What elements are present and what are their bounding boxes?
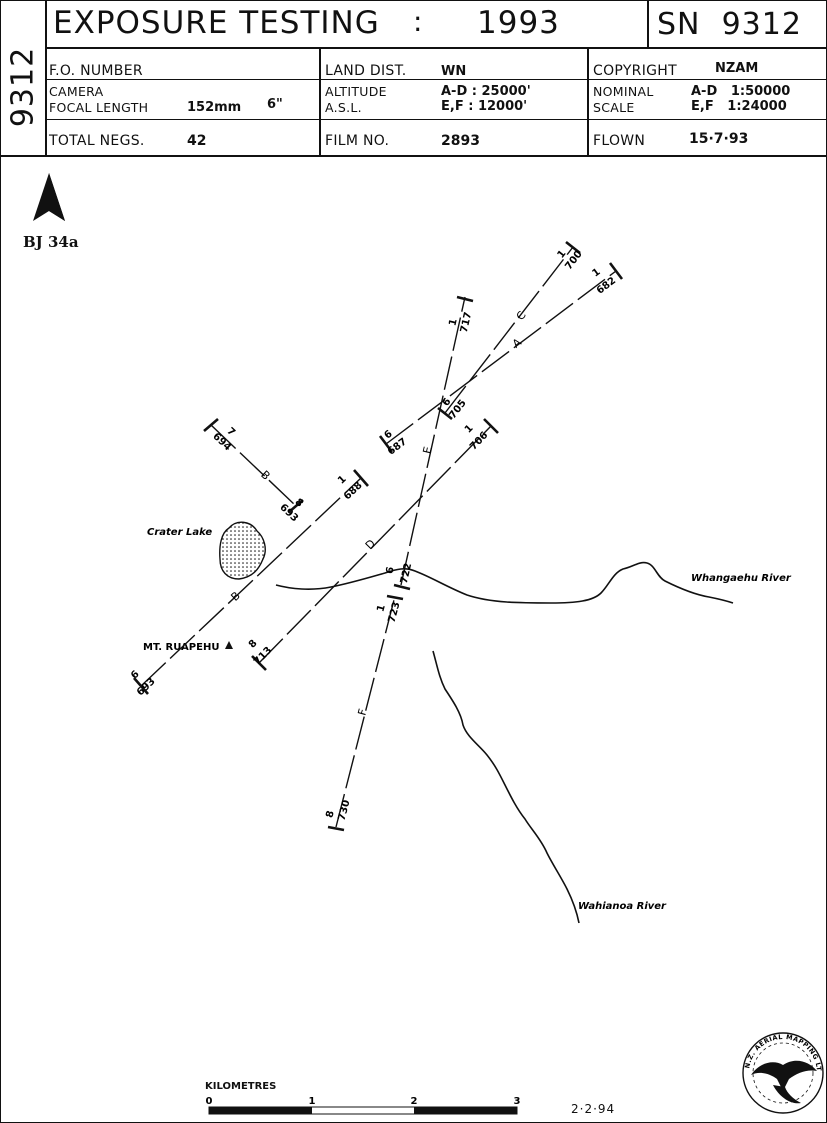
logo-text: N.Z. AERIAL MAPPING LTD. (1, 157, 823, 1072)
flown-value: 15·7·93 (689, 131, 749, 147)
altitude-ef: E,F : 12000' (441, 99, 528, 114)
frame-end-F: 723 (387, 601, 403, 624)
run-end-B: 1 (336, 474, 349, 487)
whangaehu-river (275, 561, 734, 604)
run-end-A: 1 (590, 266, 602, 279)
crater-lake-label: Crater Lake (147, 527, 212, 538)
scale-bar-title: KILOMETRES (205, 1081, 277, 1092)
sn-value: 9312 (721, 7, 802, 42)
film-no-label: FILM NO. (325, 133, 390, 149)
frame-start-E: 722 (399, 562, 414, 585)
nz-aerial-mapping-logo: N.Z. AERIAL MAPPING LTD. (1, 157, 824, 1114)
line-label-C: C (514, 309, 529, 323)
grid-divider (587, 47, 589, 155)
copyright-value: NZAM (715, 61, 759, 76)
copyright-label: COPYRIGHT (593, 63, 677, 79)
altitude-label: ALTITUDE (325, 84, 387, 99)
title-block: 9312 EXPOSURE TESTING : 1993 SN 9312 F.O… (1, 1, 826, 157)
wahianoa-river (432, 650, 580, 924)
flight-line-A: A 6 687 1 682 (378, 262, 624, 458)
camera-label: CAMERA (49, 84, 104, 99)
flight-line-E: E 6 722 1 717 (384, 295, 474, 591)
whangaehu-river-label: Whangaehu River (691, 573, 792, 584)
side-panel: 9312 (1, 1, 47, 155)
run-end-C: 1 (556, 248, 569, 260)
focal-length-inches: 6" (267, 97, 283, 112)
nominal-label: NOMINAL (593, 84, 654, 99)
film-no-value: 2893 (441, 133, 480, 149)
run-end-E: 1 (447, 318, 459, 327)
flown-label: FLOWN (593, 133, 646, 149)
frame-end-A: 682 (595, 275, 618, 296)
wahianoa-river-label: Wahianoa River (578, 901, 667, 912)
grid-rule (45, 79, 826, 80)
scale-tick-1: 1 (309, 1096, 316, 1107)
sn-box: SN 9312 (647, 1, 827, 47)
line-label-E: E (420, 445, 434, 455)
scale-tick-3: 3 (514, 1096, 521, 1107)
frame-start-F: 730 (337, 799, 353, 822)
total-negs-value: 42 (187, 133, 207, 149)
flight-line-B-upper: B 7 694 8 693 (203, 418, 305, 524)
crater-lake-shape (219, 521, 266, 580)
focal-length-label: FOCAL LENGTH (49, 100, 149, 115)
run-start-B: 6 (129, 669, 142, 682)
line-label-D: D (363, 537, 378, 552)
sheet-year: 1993 (477, 5, 560, 41)
run-start-F: 8 (324, 810, 336, 820)
title-row: EXPOSURE TESTING : 1993 SN 9312 (45, 1, 826, 49)
total-negs-label: TOTAL NEGS. (49, 133, 145, 149)
grid-rule (45, 119, 826, 120)
plot-date: 2·2·94 (571, 1102, 616, 1116)
flight-line-B: B 6 693 1 688 (129, 469, 369, 698)
title-colon: : (413, 5, 423, 38)
north-label: N (45, 212, 52, 223)
grid-divider (319, 47, 321, 155)
scale-tick-2: 2 (411, 1096, 418, 1107)
flight-plan-map: N Crater Lake MT. RUAPEHU Whangaehu Rive… (1, 157, 824, 1115)
altitude-ad: A-D : 25000' (441, 84, 531, 99)
scale-ef: E,F 1:24000 (691, 99, 787, 114)
run-start-E: 6 (384, 566, 396, 575)
svg-text:N.Z. AERIAL MAPPING LTD.: N.Z. AERIAL MAPPING LTD. (1, 157, 823, 1072)
scale-ad: A-D 1:50000 (691, 84, 791, 99)
north-arrow-icon: N (33, 173, 65, 223)
flight-line-F: F 8 730 1 723 (324, 594, 404, 832)
land-dist-value: WN (441, 64, 467, 79)
scale-tick-0: 0 (206, 1096, 213, 1107)
map-reference: BJ 34a (23, 233, 79, 251)
scale-label: SCALE (593, 100, 635, 115)
side-number: 9312 (5, 46, 41, 128)
fo-number-label: F.O. NUMBER (49, 63, 143, 79)
frame-end-C: 700 (563, 249, 585, 272)
flight-line-D: D 8 713 1 706 (247, 418, 499, 671)
line-label-F: F (356, 707, 370, 716)
run-end-D: 1 (463, 423, 476, 436)
run-end-F: 1 (375, 604, 387, 614)
run-start-D: 8 (247, 638, 260, 651)
land-dist-label: LAND DIST. (325, 63, 407, 79)
asl-label: A.S.L. (325, 100, 362, 115)
line-label-B-upper: B (258, 468, 272, 483)
sheet-title: EXPOSURE TESTING (53, 5, 380, 41)
info-grid: F.O. NUMBER CAMERA FOCAL LENGTH 152mm 6"… (45, 47, 826, 155)
run-start-B-upper: 7 (224, 426, 237, 439)
focal-length-mm: 152mm (187, 100, 242, 115)
line-label-A: A (510, 335, 524, 350)
sn-label: SN 9312 (657, 7, 802, 42)
frame-end-E: 717 (459, 311, 474, 334)
summit-triangle-icon (225, 641, 233, 649)
scale-bar: 0 1 2 3 (206, 1096, 521, 1115)
